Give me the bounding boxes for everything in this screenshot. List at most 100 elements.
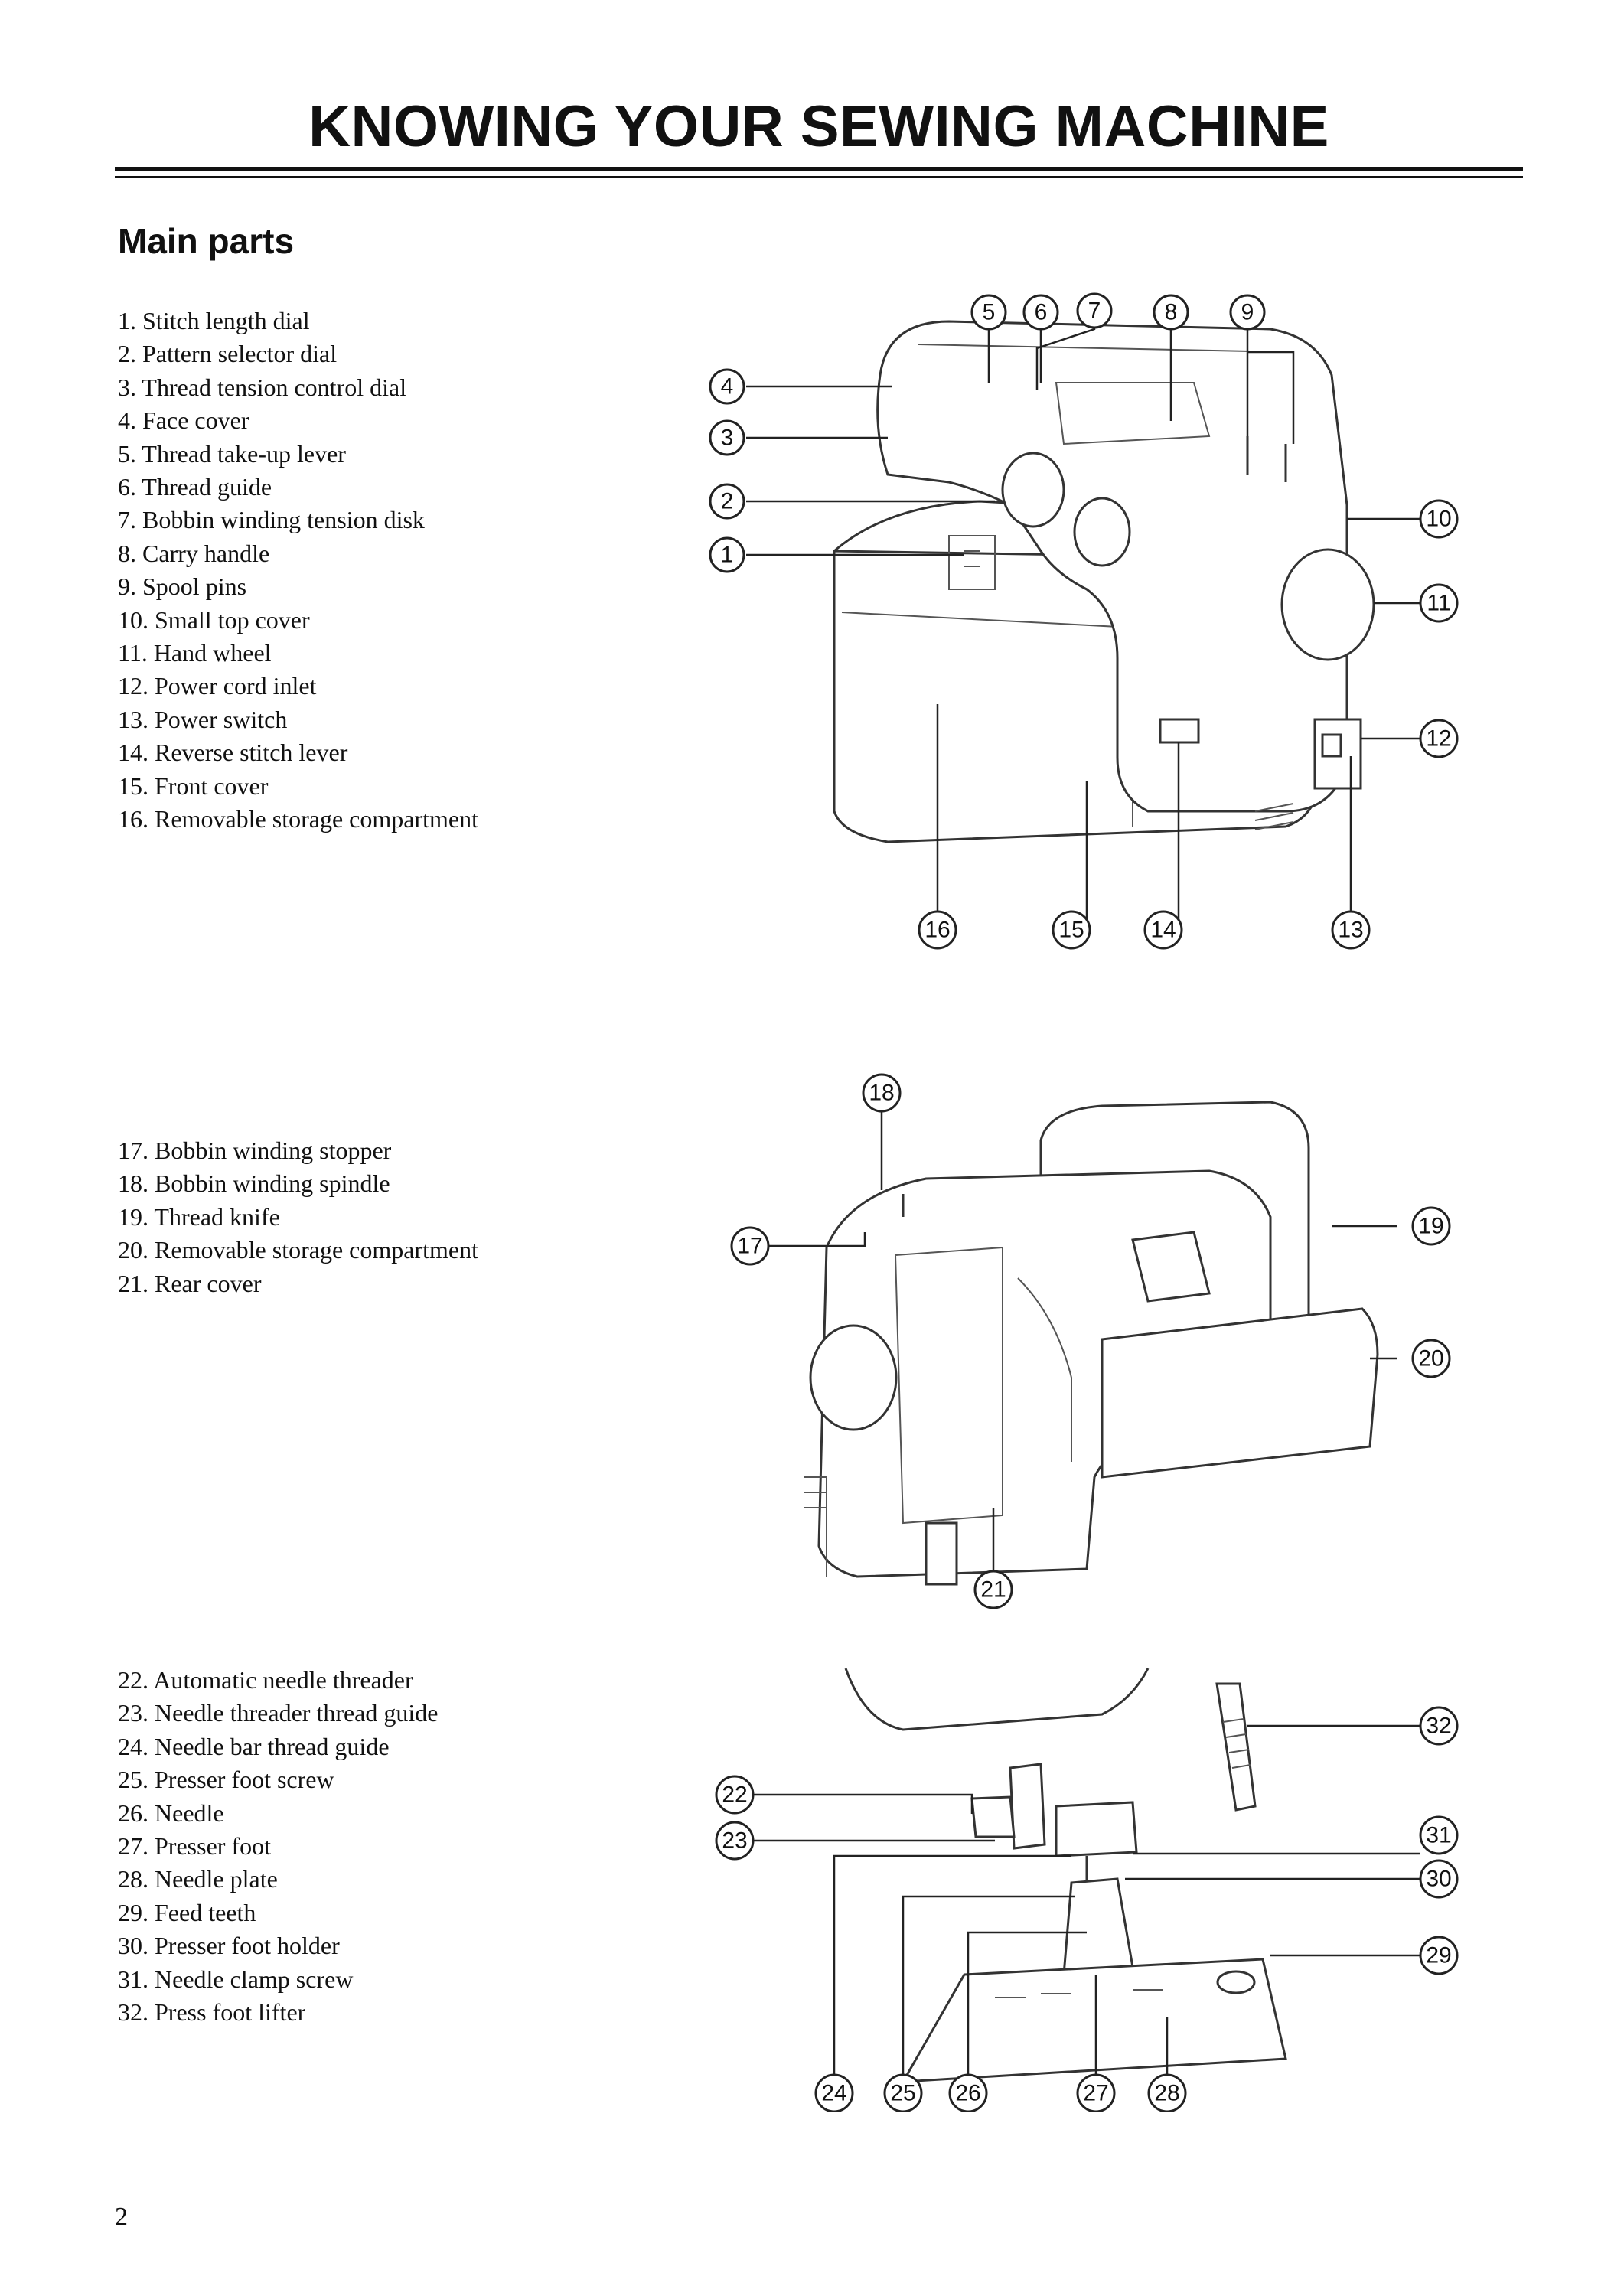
part-list-item: 27. Presser foot: [118, 1832, 271, 1861]
part-list-item: 32. Press foot lifter: [118, 1998, 306, 2027]
part-list-item: 5. Thread take-up lever: [118, 439, 346, 468]
part-list-item: 23. Needle threader thread guide: [118, 1699, 439, 1727]
svg-text:2: 2: [721, 489, 734, 514]
callout-21: 21: [973, 1570, 1013, 1609]
svg-text:16: 16: [925, 918, 950, 943]
svg-text:18: 18: [869, 1081, 894, 1106]
part-list-item: 4. Face cover: [118, 406, 249, 435]
callout-1: 1: [709, 536, 745, 573]
svg-text:11: 11: [1427, 591, 1450, 616]
callout-22: 22: [715, 1775, 755, 1815]
svg-text:22: 22: [722, 1782, 747, 1808]
callout-5: 5: [970, 294, 1007, 331]
callout-23: 23: [715, 1821, 755, 1861]
part-list-item: 2. Pattern selector dial: [118, 340, 338, 368]
svg-text:6: 6: [1035, 300, 1048, 325]
part-list-item: 8. Carry handle: [118, 539, 270, 567]
part-list-item: 17. Bobbin winding stopper: [118, 1137, 392, 1164]
callout-11: 11: [1419, 583, 1459, 623]
section-title: Main parts: [118, 221, 295, 261]
callout-18: 18: [862, 1073, 902, 1113]
callout-13: 13: [1331, 910, 1371, 950]
part-list-item: 9. Spool pins: [118, 572, 247, 601]
page-number: 2: [115, 2203, 128, 2231]
callout-25: 25: [883, 2073, 923, 2112]
part-list-item: 14. Reverse stitch lever: [118, 739, 348, 767]
svg-text:3: 3: [721, 426, 734, 451]
parts-list-needle: 22. Automatic needle threader 23. Needle …: [118, 1664, 438, 2029]
part-list-item: 1. Stitch length dial: [118, 307, 310, 334]
header-rule-thick: [115, 167, 1523, 171]
callout-3: 3: [709, 419, 745, 456]
callout-28: 28: [1147, 2073, 1187, 2112]
svg-text:19: 19: [1418, 1214, 1443, 1239]
callout-17: 17: [730, 1226, 770, 1266]
svg-text:24: 24: [821, 2081, 846, 2106]
svg-text:4: 4: [721, 374, 734, 400]
header-rule-thin: [115, 176, 1523, 178]
callout-32: 32: [1419, 1706, 1459, 1746]
page-title: KNOWING YOUR SEWING MACHINE: [308, 94, 1329, 159]
svg-text:26: 26: [955, 2081, 980, 2106]
front-view-illustration: 1 2 3 4 5 6 7 8 9 10 11 12 13 14 15 16: [709, 292, 1459, 950]
svg-text:10: 10: [1426, 507, 1451, 532]
needle-area-diagram: 22 23 24 25 26 27 28 29 30 31 32: [673, 1653, 1485, 2112]
part-list-item: 22. Automatic needle threader: [118, 1666, 413, 1694]
svg-text:14: 14: [1150, 918, 1176, 943]
part-list-item: 12. Power cord inlet: [118, 672, 317, 700]
callout-12: 12: [1419, 719, 1459, 758]
svg-text:1: 1: [721, 543, 734, 568]
part-list-item: 20. Removable storage compartment: [118, 1236, 478, 1264]
svg-text:17: 17: [737, 1234, 762, 1259]
part-list-item: 26. Needle: [118, 1799, 224, 1827]
part-list-item: 30. Presser foot holder: [118, 1932, 340, 1960]
callout-15: 15: [1052, 910, 1091, 950]
svg-text:32: 32: [1426, 1714, 1451, 1739]
callout-4: 4: [709, 368, 745, 405]
callout-20: 20: [1411, 1339, 1451, 1378]
part-list-item: 25. Presser foot screw: [118, 1766, 334, 1794]
callout-2: 2: [709, 483, 745, 520]
part-list-item: 24. Needle bar thread guide: [118, 1732, 390, 1760]
svg-text:5: 5: [983, 300, 996, 325]
part-list-item: 28. Needle plate: [118, 1865, 278, 1893]
callout-29: 29: [1419, 1936, 1459, 1975]
callout-19: 19: [1411, 1206, 1451, 1246]
callout-7: 7: [1076, 292, 1113, 329]
part-list-item: 16. Removable storage compartment: [118, 805, 478, 833]
callout-14: 14: [1143, 910, 1183, 950]
part-list-item: 15. Front cover: [118, 771, 269, 800]
parts-list-front: 1. Stitch length dial 2. Pattern selector…: [118, 305, 478, 837]
part-list-item: 19. Thread knife: [118, 1202, 280, 1231]
part-list-item: 10. Small top cover: [118, 605, 310, 634]
part-list-item: 21. Rear cover: [118, 1269, 262, 1297]
svg-text:23: 23: [722, 1828, 747, 1854]
svg-text:13: 13: [1338, 918, 1363, 943]
part-list-item: 29. Feed teeth: [118, 1898, 256, 1926]
svg-text:29: 29: [1426, 1943, 1451, 1968]
part-list-item: 13. Power switch: [118, 705, 288, 733]
rear-view-illustration: 17 18 19 20 21: [730, 1073, 1451, 1609]
svg-text:9: 9: [1241, 300, 1254, 325]
svg-text:28: 28: [1154, 2081, 1179, 2106]
rear-view-diagram: 17 18 19 20 21: [673, 1049, 1485, 1623]
svg-text:7: 7: [1088, 298, 1101, 324]
callout-27: 27: [1076, 2073, 1116, 2112]
svg-text:12: 12: [1426, 726, 1451, 752]
needle-area-illustration: 22 23 24 25 26 27 28 29 30 31 32: [715, 1668, 1459, 2112]
svg-text:21: 21: [980, 1577, 1006, 1603]
svg-text:8: 8: [1165, 300, 1178, 325]
svg-text:20: 20: [1418, 1346, 1443, 1371]
callout-9: 9: [1229, 294, 1266, 331]
callout-6: 6: [1022, 294, 1059, 331]
callout-8: 8: [1153, 294, 1189, 331]
svg-text:27: 27: [1083, 2081, 1108, 2106]
svg-text:30: 30: [1426, 1867, 1451, 1892]
svg-text:25: 25: [890, 2081, 915, 2106]
callout-16: 16: [918, 910, 957, 950]
callout-26: 26: [948, 2073, 988, 2112]
part-list-item: 11. Hand wheel: [118, 639, 272, 667]
part-list-item: 31. Needle clamp screw: [118, 1965, 354, 1993]
svg-text:15: 15: [1058, 918, 1084, 943]
